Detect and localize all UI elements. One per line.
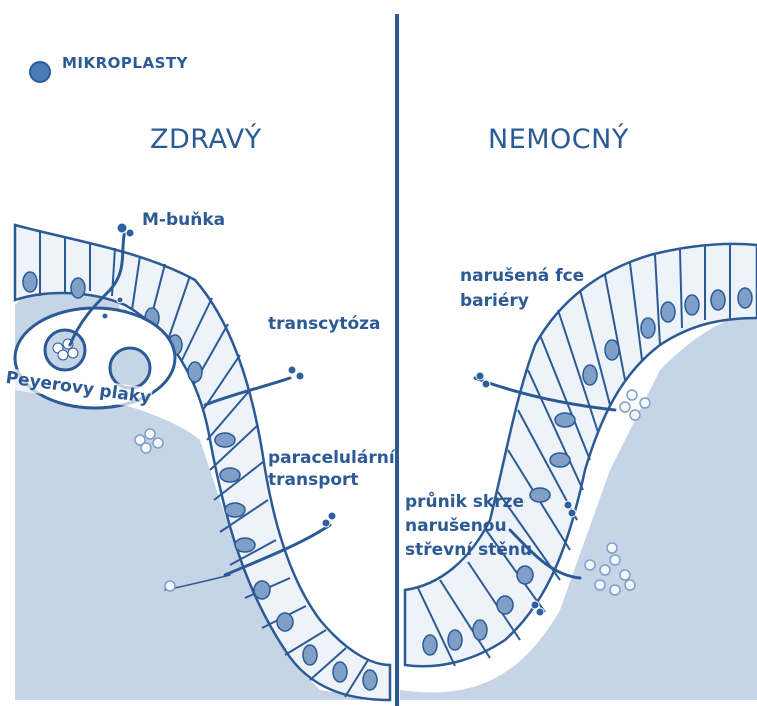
- panel-title-diseased: NEMOCNÝ: [488, 124, 629, 155]
- label-leak-line3: střevní stěnu: [405, 540, 532, 561]
- label-barrier-line2: bariéry: [460, 291, 529, 312]
- microplastic-particle-icon: [30, 62, 50, 82]
- label-barrier-line1: narušená fce: [460, 266, 584, 287]
- label-m-cell: M-buňka: [142, 210, 225, 231]
- legend-label: MIKROPLASTY: [62, 54, 188, 72]
- label-leak-line2: narušenou: [405, 516, 507, 537]
- label-paracellular-line1: paracelulární: [268, 448, 395, 469]
- label-paracellular-line2: transport: [268, 470, 359, 491]
- label-transcytosis: transcytóza: [268, 314, 381, 335]
- label-leak-line1: průnik skrze: [405, 492, 524, 513]
- panel-title-healthy: ZDRAVÝ: [150, 124, 262, 155]
